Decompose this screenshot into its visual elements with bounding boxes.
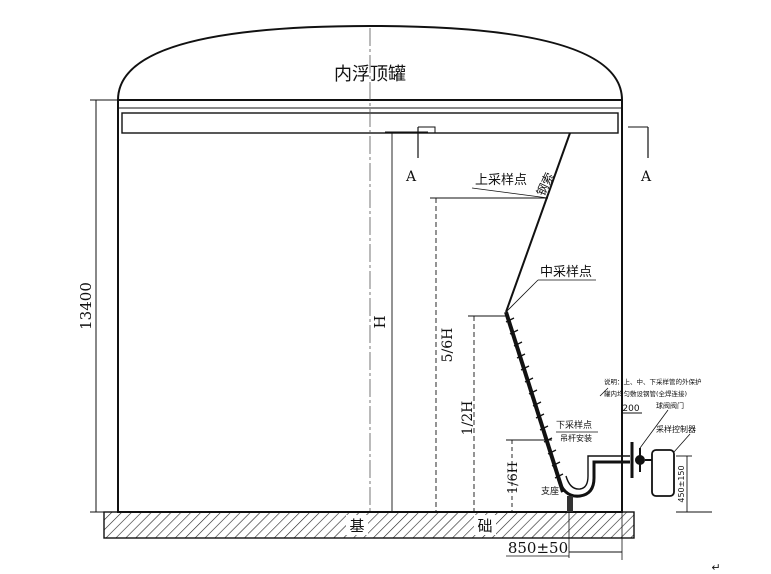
lower-point-label: 下采样点: [556, 419, 592, 431]
support-label: 支座: [541, 485, 559, 497]
foundation-label-bg-right: [474, 515, 496, 535]
height-dim-label: 13400: [77, 282, 95, 330]
sampler-label: 采样控制器: [656, 424, 696, 434]
sampling-pipe-hatching: [505, 317, 564, 479]
section-mark-left: A: [405, 169, 417, 185]
tank-roof: [117, 24, 623, 101]
sampling-valve-leader: [639, 409, 669, 449]
bottom-dim-label: 850±50: [508, 539, 568, 557]
steel-cable: [505, 132, 571, 313]
sampling-valve-label: 球阀阀门: [656, 401, 684, 410]
mid-point-label: 中采样点: [540, 265, 592, 280]
level-1-2h-label: 1/2H: [460, 401, 476, 436]
pipe-u-bend-inner: [565, 455, 630, 490]
sampler-box: [651, 449, 675, 497]
mount-label: 吊杆安装: [560, 433, 592, 443]
upper-point-leader: [471, 187, 549, 199]
dim-200-label: 200: [622, 404, 639, 414]
foundation: [103, 511, 635, 539]
section-mark-left-line: [418, 126, 436, 133]
sampler-leader: [673, 433, 691, 453]
note-leader: [599, 387, 609, 397]
foundation-label-left: 基: [349, 517, 364, 535]
level-h-label: H: [371, 315, 389, 328]
level-5-6h-label: 5/6H: [440, 328, 456, 363]
note-line-2: 罐内均匀敷设钢管(全焊连接): [604, 389, 687, 398]
mid-point-leader: [505, 279, 539, 313]
steel-cable-label: 钢索: [534, 170, 557, 198]
note-line-1: 说明：上、中、下采样管的外保护: [604, 377, 702, 386]
pipe-support: [567, 496, 573, 512]
tank-title: 内浮顶罐: [334, 64, 406, 85]
foundation-label-bg-left: [346, 515, 368, 535]
foundation-label-right: 础: [477, 517, 492, 535]
sampling-pipe: [504, 311, 565, 493]
upper-point-label: 上采样点: [475, 173, 527, 188]
level-1-6h-label: 1/6H: [506, 462, 521, 494]
corner-mark: ↵: [711, 561, 720, 574]
pipe-u-bend: [556, 460, 630, 498]
dim-450-label: 450±150: [677, 465, 686, 502]
section-mark-right: A: [640, 169, 652, 185]
